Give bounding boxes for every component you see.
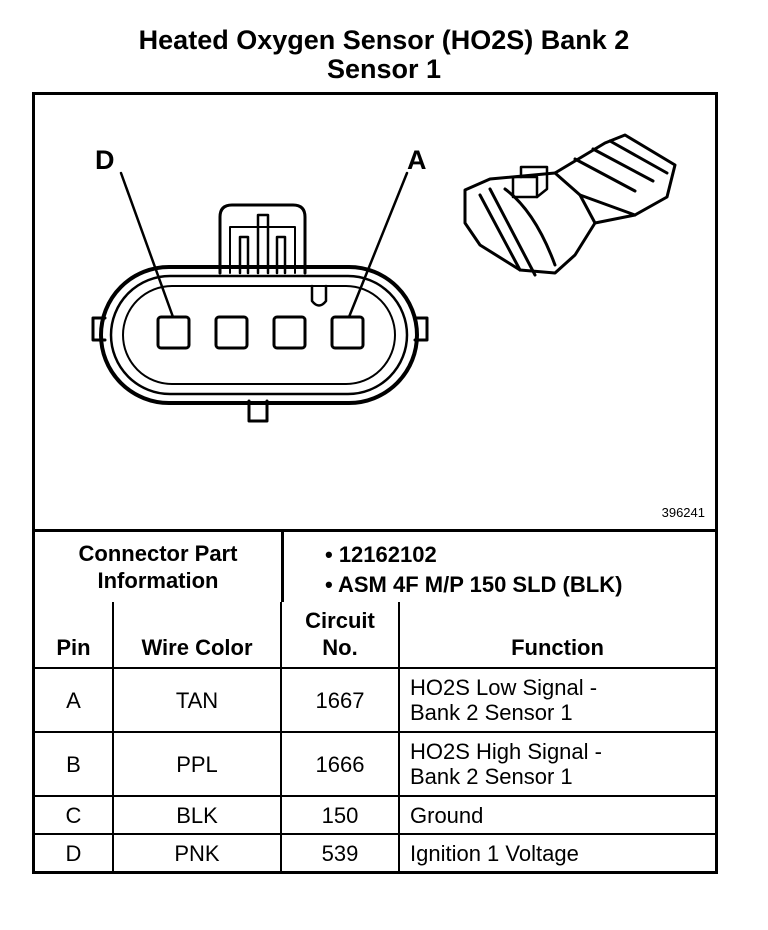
pinout-table: Pin Wire Color Circuit No. Function A TA… <box>35 602 715 873</box>
connector-part-list: • 12162102 • ASM 4F M/P 150 SLD (BLK) <box>325 540 622 600</box>
cpi-divider <box>281 532 284 602</box>
pin-cell: A <box>35 667 114 733</box>
part-number: • 12162102 <box>325 542 437 567</box>
header-wire-color: Wire Color <box>112 602 282 669</box>
connector-part-info: Connector Part Information • 12162102 • … <box>35 532 715 602</box>
circuit-cell: 1667 <box>280 667 400 733</box>
page-title: Heated Oxygen Sensor (HO2S) Bank 2 Senso… <box>0 26 768 84</box>
table-row: B PPL 1666 HO2S High Signal - Bank 2 Sen… <box>35 731 715 797</box>
header-circuit-line-2: No. <box>322 635 358 660</box>
connector-frame: D A 396241 Connector Part Information • … <box>32 92 718 874</box>
title-line-1: Heated Oxygen Sensor (HO2S) Bank 2 <box>138 25 630 55</box>
header-circuit: Circuit No. <box>280 602 400 669</box>
title-line-2: Sensor 1 <box>326 54 442 84</box>
function-line-2: Bank 2 Sensor 1 <box>410 700 573 725</box>
function-cell: HO2S High Signal - Bank 2 Sensor 1 <box>398 731 715 797</box>
function-cell: Ground <box>398 795 715 835</box>
wire-color-cell: TAN <box>112 667 282 733</box>
table-row: D PNK 539 Ignition 1 Voltage <box>35 833 715 873</box>
circuit-cell: 539 <box>280 833 400 873</box>
figure-number: 396241 <box>661 505 705 520</box>
connector-face-drawing <box>91 133 677 423</box>
function-line-1: HO2S High Signal - <box>410 739 602 764</box>
table-row: C BLK 150 Ground <box>35 795 715 835</box>
function-cell: Ignition 1 Voltage <box>398 833 715 873</box>
connector-diagram: D A 396241 <box>35 95 715 529</box>
connector-part-info-label: Connector Part Information <box>35 532 281 602</box>
function-cell: HO2S Low Signal - Bank 2 Sensor 1 <box>398 667 715 733</box>
pin-d-label: D <box>95 145 115 175</box>
header-circuit-line-1: Circuit <box>305 608 375 633</box>
pin-cell: D <box>35 833 114 873</box>
header-pin: Pin <box>35 602 114 669</box>
circuit-cell: 150 <box>280 795 400 835</box>
wire-color-cell: PNK <box>112 833 282 873</box>
diagram-divider <box>35 529 715 532</box>
part-description: • ASM 4F M/P 150 SLD (BLK) <box>325 572 623 597</box>
table-header-row: Pin Wire Color Circuit No. Function <box>35 602 715 669</box>
function-line-2: Bank 2 Sensor 1 <box>410 764 573 789</box>
table-row: A TAN 1667 HO2S Low Signal - Bank 2 Sens… <box>35 667 715 733</box>
header-function: Function <box>398 602 715 669</box>
pin-a-label: A <box>407 145 427 175</box>
function-line-1: HO2S Low Signal - <box>410 675 598 700</box>
cpi-label-line-1: Connector Part <box>78 541 238 566</box>
wire-color-cell: BLK <box>112 795 282 835</box>
cpi-label-line-2: Information <box>97 568 219 593</box>
wire-color-cell: PPL <box>112 731 282 797</box>
circuit-cell: 1666 <box>280 731 400 797</box>
pin-cell: B <box>35 731 114 797</box>
pin-cell: C <box>35 795 114 835</box>
